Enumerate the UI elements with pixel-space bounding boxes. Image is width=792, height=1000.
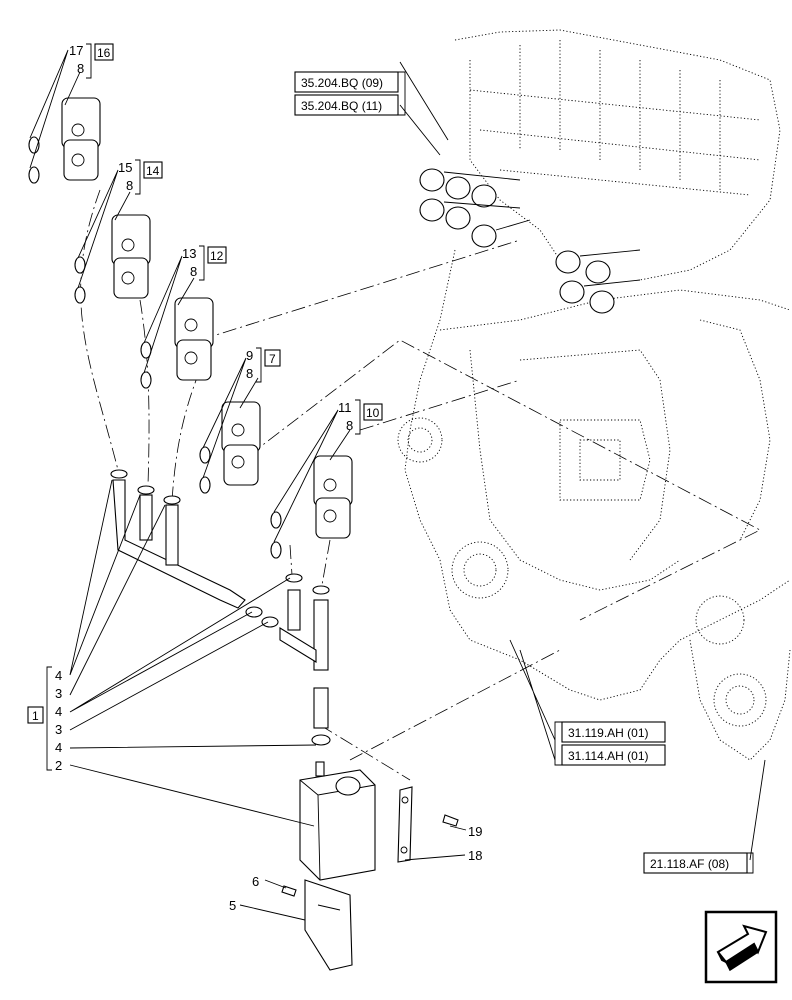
reference-box-35-204: 35.204.BQ (09) 35.204.BQ (11) <box>294 71 406 116</box>
reference-box-21-118: 21.118.AF (08) <box>643 852 754 874</box>
box-14: 14 <box>146 164 160 178</box>
callout-11: 11 <box>338 400 352 415</box>
callout-group-16: 17 8 16 <box>69 43 114 79</box>
box-12: 12 <box>210 249 224 263</box>
reference-31-114-ah-01[interactable]: 31.114.AH (01) <box>568 749 649 763</box>
tank-guard <box>281 879 353 971</box>
callout-5: 5 <box>229 898 236 913</box>
valve-block-7 <box>199 401 261 494</box>
reference-35-204-bq-11[interactable]: 35.204.BQ (11) <box>301 99 382 113</box>
valve-block-16 <box>28 97 101 184</box>
callout-18: 18 <box>468 848 482 863</box>
mounting-bracket <box>397 786 459 863</box>
valve-block-10 <box>270 455 353 559</box>
callout-8: 8 <box>190 264 197 279</box>
oil-reservoir-tank <box>299 761 376 881</box>
rear-housing-outline <box>397 29 791 761</box>
reference-31-119-ah-01[interactable]: 31.119.AH (01) <box>568 726 649 740</box>
callout-9: 9 <box>246 348 253 363</box>
reference-35-204-bq-09[interactable]: 35.204.BQ (09) <box>301 76 383 90</box>
callout-2: 2 <box>55 758 62 773</box>
box-1: 1 <box>32 709 39 723</box>
box-7: 7 <box>269 352 276 366</box>
callout-3: 3 <box>55 686 62 701</box>
callout-3: 3 <box>55 722 62 737</box>
assembly-callouts: 1 4 3 4 3 4 2 <box>27 666 62 773</box>
callout-17: 17 <box>69 43 83 58</box>
box-16: 16 <box>97 46 111 60</box>
callout-19: 19 <box>468 824 482 839</box>
callout-group-10: 11 8 10 <box>338 399 383 435</box>
callout-4: 4 <box>55 704 62 719</box>
callout-group-7: 9 8 7 <box>246 347 281 383</box>
routing-lines <box>80 189 761 781</box>
reference-box-31-1xx: 31.119.AH (01) 31.114.AH (01) <box>554 721 666 766</box>
leader-lines <box>29 49 766 921</box>
next-page-arrow-icon[interactable] <box>704 910 778 984</box>
callout-8: 8 <box>246 366 253 381</box>
callout-4: 4 <box>55 668 62 683</box>
callout-6: 6 <box>252 874 259 889</box>
box-10: 10 <box>366 406 380 420</box>
return-pipe-manifold-lower <box>245 573 331 746</box>
control-valve-couplers <box>419 168 641 314</box>
callout-8: 8 <box>77 61 84 76</box>
callout-13: 13 <box>182 246 196 261</box>
callout-group-14: 15 8 14 <box>118 159 163 195</box>
return-pipe-manifold-upper <box>110 469 246 609</box>
callout-group-12: 13 8 12 <box>182 245 227 281</box>
valve-block-12 <box>140 297 214 389</box>
callout-8: 8 <box>346 418 353 433</box>
valve-block-14 <box>74 214 151 304</box>
callout-15: 15 <box>118 160 132 175</box>
reference-21-118-af-08[interactable]: 21.118.AF (08) <box>650 857 729 871</box>
callout-4: 4 <box>55 740 62 755</box>
callout-8: 8 <box>126 178 133 193</box>
